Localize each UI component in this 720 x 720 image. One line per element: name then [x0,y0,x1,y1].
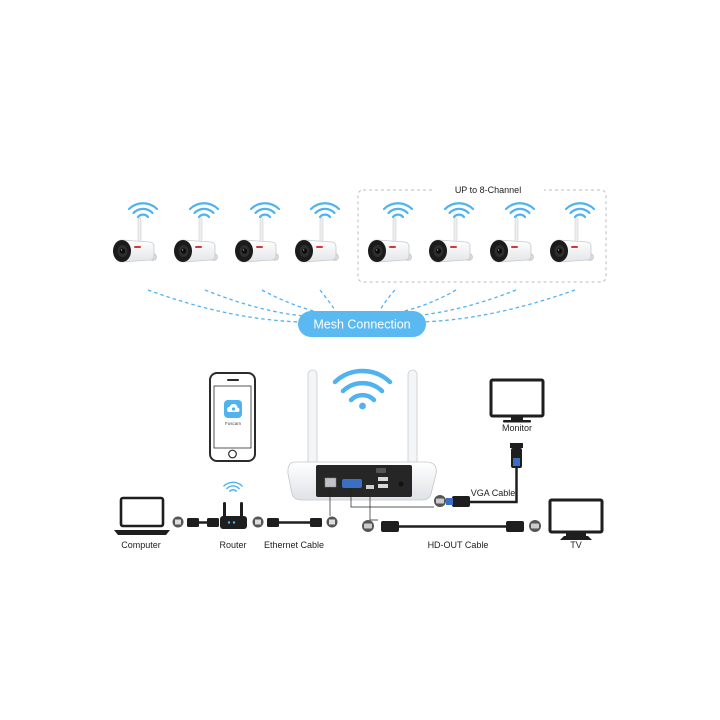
channel-group-label: UP to 8-Channel [455,185,521,195]
wifi-icon [127,202,159,219]
camera-8 [549,202,596,263]
wifi-icon [443,202,475,219]
wifi-large-icon [332,368,393,410]
camera-icon [234,217,279,263]
computer-label: Computer [121,540,161,550]
mesh-connection-pill: Mesh Connection [298,311,426,337]
camera-icon [549,217,594,263]
nvr-usb-port [378,477,388,481]
ethernet-cable [252,487,338,528]
camera-icon [294,217,339,263]
camera-4 [294,202,341,263]
mesh-links [147,289,576,323]
mesh-connection-label: Mesh Connection [313,318,410,332]
hdout-cable [362,490,541,532]
camera-icon [428,217,473,263]
nvr-ethernet-port [324,477,337,488]
vga-cable [350,443,523,508]
nvr-vga-port [342,479,362,488]
wifi-icon [564,202,596,219]
camera-icon [112,217,157,263]
mesh-link [399,289,457,313]
ethernet-cable-label: Ethernet Cable [264,540,324,550]
camera-icon [173,217,218,263]
computer-router-cable [172,516,219,528]
wifi-icon [188,202,220,219]
camera-icon [489,217,534,263]
nvr-antenna-left [307,369,318,471]
nvr-power-port [398,481,404,487]
wifi-icon [504,202,536,219]
monitor [489,378,545,423]
camera-7 [489,202,536,263]
mesh-link [379,289,396,311]
wifi-icon [223,481,243,492]
camera-5 [367,202,414,263]
camera-6 [428,202,475,263]
phone: Foscam [209,372,256,462]
camera-icon [367,217,412,263]
hdout-cable-label: HD-OUT Cable [428,540,489,550]
tv-label: TV [570,540,582,550]
router-label: Router [219,540,246,550]
router [220,481,247,529]
foscam-app-icon [224,400,242,418]
camera-3 [234,202,281,263]
mesh-link [319,289,336,311]
mesh-link [261,289,319,313]
mesh-link [204,289,306,317]
wifi-icon [382,202,414,219]
camera-1 [112,202,159,263]
nvr-antenna-right [407,369,418,471]
nvr-hdmi-port [366,485,374,489]
computer [114,496,170,535]
wifi-icon [249,202,281,219]
wifi-icon [309,202,341,219]
camera-row [112,202,596,263]
mesh-link [419,289,576,323]
monitor-label: Monitor [502,423,532,433]
foscam-app-label: Foscam [225,421,241,426]
nvr-usb-port [378,484,388,488]
camera-2 [173,202,220,263]
nvr-recorder [287,368,437,501]
tv [548,498,604,540]
mesh-link [411,289,517,317]
mesh-link [147,289,303,323]
vga-cable-label: VGA Cable [471,488,516,498]
